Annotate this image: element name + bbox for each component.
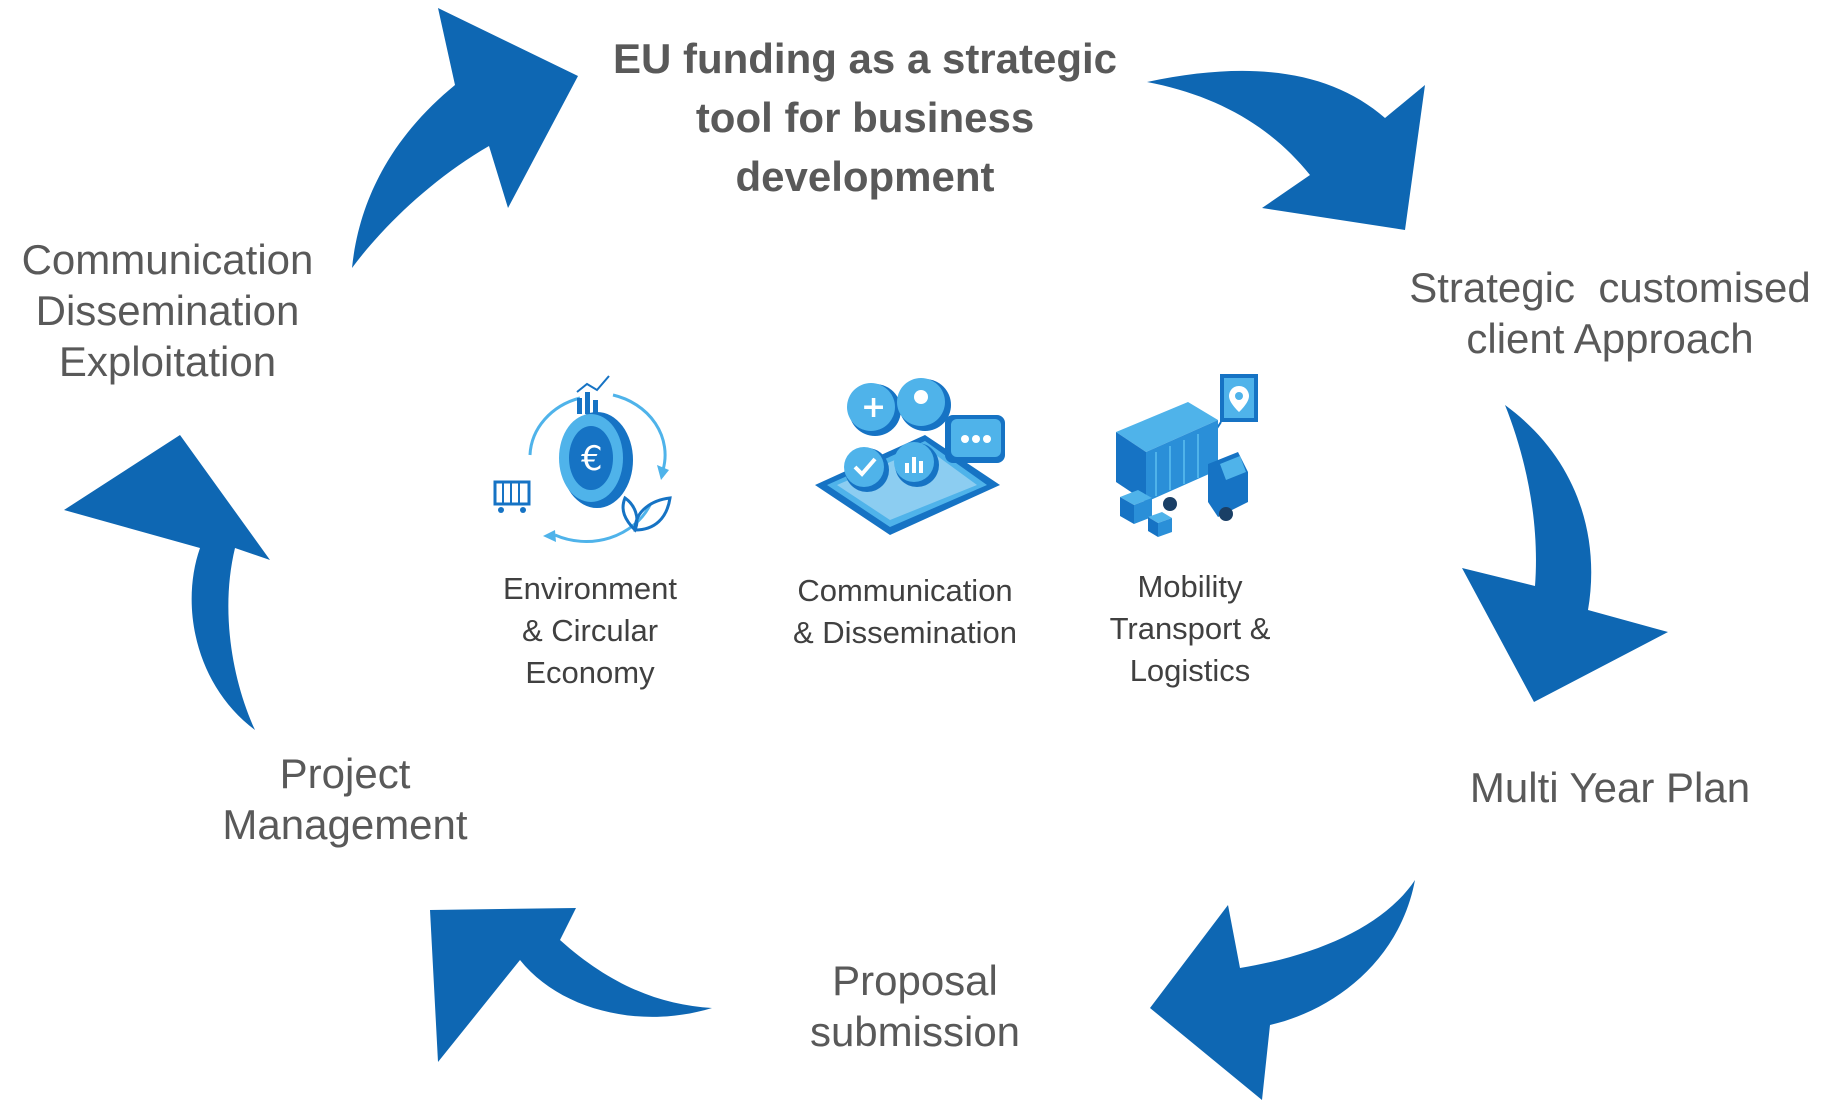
stage-project-line-2: Management: [222, 801, 468, 849]
stage-strategic-line-1: Strategic customised: [1409, 264, 1811, 311]
arrow-project-to-communication: [64, 435, 270, 730]
svg-text:€: €: [581, 439, 603, 479]
sector-communication-line-1: Communication: [797, 573, 1013, 608]
arrow-strategic-to-multiyear: [1462, 405, 1668, 702]
stage-strategic-approach: Strategic customised client Approach: [1395, 262, 1825, 364]
stage-proposal-line-2: submission: [809, 1008, 1021, 1056]
truck-location-icon: [1116, 374, 1258, 537]
sector-mobility-label: Mobility Transport & Logistics: [1070, 566, 1310, 692]
sector-communication-line-2: & Dissemination: [793, 614, 1017, 650]
sector-mobility-line-3: Logistics: [1129, 652, 1251, 688]
stage-communication-line-3: Exploitation: [58, 338, 277, 386]
stage-proposal-submission: Proposal submission: [780, 955, 1050, 1057]
stage-proposal-line-1: Proposal: [832, 957, 998, 1004]
svg-text:+: +: [861, 390, 886, 425]
sector-mobility-line-1: Mobility: [1137, 569, 1243, 604]
arrow-communication-to-title: [352, 8, 578, 268]
title-line-1: EU funding as a strategic: [612, 35, 1118, 82]
arrow-proposal-to-project: [430, 908, 712, 1062]
diagram-title: EU funding as a strategic tool for busin…: [605, 30, 1125, 206]
stage-communication-line-1: Communication: [21, 236, 314, 283]
stage-strategic-line-2: client Approach: [1466, 315, 1754, 363]
sector-environment-line-2: & Circular: [521, 612, 659, 648]
arrow-title-to-strategic: [1147, 70, 1425, 230]
arrow-multiyear-to-proposal: [1150, 880, 1415, 1100]
title-line-2: tool for business: [695, 93, 1035, 141]
sector-environment-line-1: Environment: [502, 571, 678, 606]
stage-communication-dissemination: Communication Dissemination Exploitation: [0, 234, 335, 388]
sector-mobility-line-2: Transport &: [1109, 610, 1271, 646]
stage-communication-line-2: Dissemination: [35, 287, 300, 335]
tablet-chat-icon: +: [815, 378, 1005, 535]
sector-communication-label: Communication & Dissemination: [760, 570, 1050, 654]
title-line-3: development: [735, 152, 995, 200]
stage-project-management: Project Management: [200, 748, 490, 850]
stage-multiyear-line-1: Multi Year Plan: [1469, 764, 1751, 811]
sector-environment-label: Environment & Circular Economy: [460, 568, 720, 694]
sector-environment-line-3: Economy: [525, 654, 655, 690]
euro-coin-cycle-icon: €: [493, 375, 672, 543]
stage-project-line-1: Project: [279, 750, 411, 797]
stage-multi-year-plan: Multi Year Plan: [1440, 762, 1780, 813]
